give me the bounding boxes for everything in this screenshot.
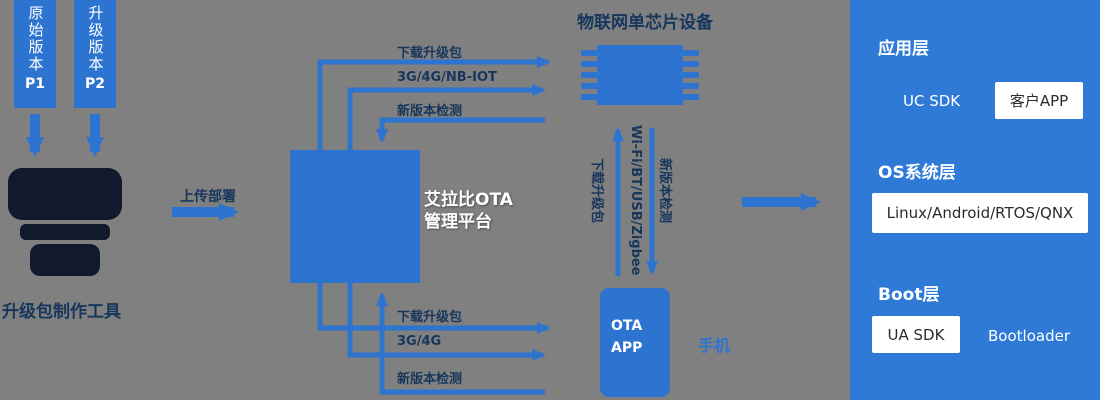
version-check-label-bottom: 新版本检测: [397, 372, 463, 387]
ua-sdk-box: UA SDK: [872, 316, 960, 353]
original-version-number: P1: [24, 76, 45, 92]
network-3g4g-label: 3G/4G: [397, 334, 442, 349]
boot-layer-title: Boot层: [878, 285, 940, 305]
package-tool-label: 升级包制作工具: [2, 302, 121, 322]
uc-sdk-label: UC SDK: [903, 92, 961, 110]
download-package-label-top: 下载升级包: [397, 46, 463, 61]
upgrade-version-number: P2: [84, 76, 105, 92]
iot-device-title: 物联网单芯片设备: [577, 13, 713, 33]
original-version-box: 原始版本 P1: [14, 0, 56, 108]
phone-app-label-line2: APP: [611, 340, 643, 356]
wifi-bt-usb-zigbee-label: Wi-Fi/BT/USB/Zigbee: [628, 125, 643, 276]
upgrade-version-label: 升级版本: [86, 5, 105, 73]
version-check-label-top: 新版本检测: [397, 104, 463, 119]
phone-label: 手机: [698, 336, 731, 355]
chip-pins-left: [581, 45, 597, 105]
version-check-label-middle: 新版本检测: [657, 158, 672, 224]
iot-chip-icon: [581, 45, 699, 105]
ota-platform-box: [290, 150, 420, 283]
device-stack-panel: 应用层 UC SDK 客户APP OS系统层 Linux/Android/RTO…: [850, 0, 1100, 400]
phone-icon: OTA APP: [600, 288, 670, 397]
ota-platform-title-line1: 艾拉比OTA: [424, 190, 513, 210]
arrow-chip-to-platform-check: [376, 117, 545, 143]
customer-app-box: 客户APP: [995, 82, 1083, 119]
bootloader-label: Bootloader: [988, 327, 1070, 345]
os-layer-title: OS系统层: [878, 163, 956, 183]
download-package-label-bottom: 下载升级包: [397, 310, 463, 325]
app-layer-title: 应用层: [878, 39, 929, 59]
phone-app-label-line1: OTA: [611, 318, 643, 334]
ota-platform-title-line2: 管理平台: [424, 212, 492, 232]
package-tool-icon: [8, 168, 122, 276]
upgrade-version-box: 升级版本 P2: [74, 0, 116, 108]
original-version-label: 原始版本: [26, 5, 45, 73]
network-3g4g-nbiot-label: 3G/4G/NB-IOT: [397, 70, 497, 85]
download-package-label-middle: 下载升级包: [589, 158, 604, 224]
ota-platform-title: 艾拉比OTA 管理平台: [424, 189, 513, 233]
os-list-box: Linux/Android/RTOS/QNX: [872, 193, 1088, 233]
upload-deploy-label: 上传部署: [180, 189, 236, 205]
chip-pins-right: [683, 45, 699, 105]
chip-body: [597, 45, 683, 105]
